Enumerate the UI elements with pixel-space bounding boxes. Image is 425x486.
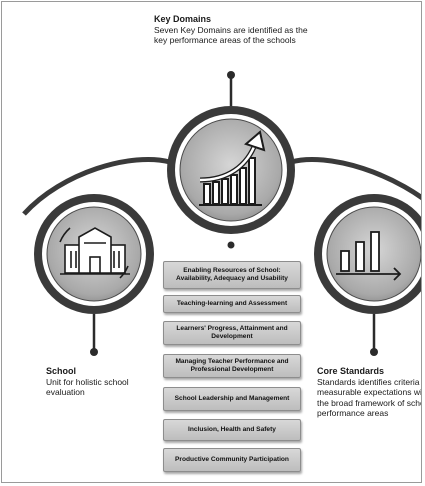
school-title: School bbox=[46, 366, 77, 376]
right-pin bbox=[370, 314, 378, 356]
diagram-graphics bbox=[22, 71, 421, 356]
domain-box: Inclusion, Health and Safety bbox=[163, 419, 301, 441]
core-standards-caption: Core Standards Standards identifies crit… bbox=[317, 366, 422, 419]
key-domains-caption: Key Domains Seven Key Domains are identi… bbox=[154, 14, 314, 46]
domain-box: Learners' Progress, Attainment and Devel… bbox=[163, 321, 301, 345]
right-circle bbox=[314, 194, 421, 314]
growth-chart-icon bbox=[199, 130, 266, 206]
domain-box: Managing Teacher Performance and Profess… bbox=[163, 354, 301, 378]
domain-box: Enabling Resources of School: Availabili… bbox=[163, 261, 301, 289]
school-building-icon bbox=[59, 227, 130, 279]
top-circle-dot bbox=[227, 241, 235, 249]
core-standards-description: Standards identifies criteria for measur… bbox=[317, 376, 422, 419]
key-domains-title: Key Domains bbox=[154, 14, 212, 24]
school-description: Unit for holistic school evaluation bbox=[46, 376, 129, 398]
core-standards-title: Core Standards bbox=[317, 366, 385, 376]
bar-chart-icon bbox=[336, 231, 402, 281]
school-caption: School Unit for holistic school evaluati… bbox=[46, 366, 166, 398]
connector-arc bbox=[22, 156, 421, 216]
top-pin bbox=[227, 71, 235, 106]
domain-box: School Leadership and Management bbox=[163, 387, 301, 411]
domain-box: Teaching-learning and Assessment bbox=[163, 295, 301, 313]
domain-box: Productive Community Participation bbox=[163, 448, 301, 472]
key-domains-description: Seven Key Domains are identified as the … bbox=[154, 24, 308, 46]
left-pin bbox=[90, 314, 98, 356]
